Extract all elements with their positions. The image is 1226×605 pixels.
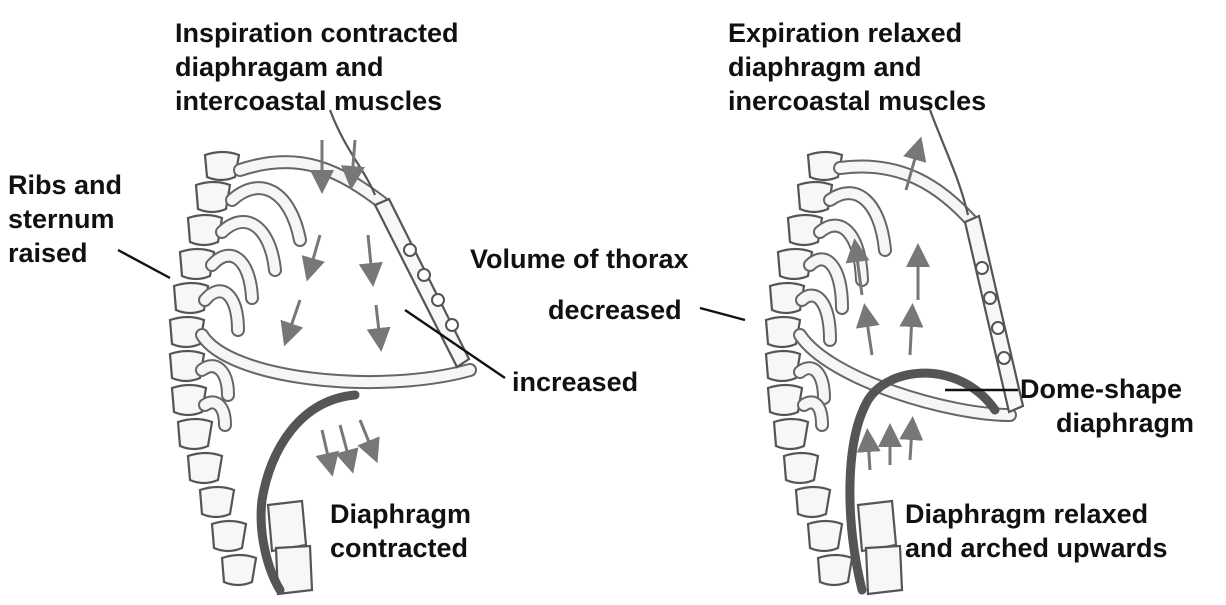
left-diaphragm-line-2: contracted bbox=[330, 531, 471, 565]
right-title-line-3: inercoastal muscles bbox=[728, 84, 986, 118]
right-title: Expiration relaxed diaphragm and inercoa… bbox=[728, 16, 986, 118]
ribs-label-line-1: Ribs and bbox=[8, 168, 122, 202]
decreased-text: decreased bbox=[548, 293, 682, 327]
left-volume-label: increased bbox=[512, 365, 638, 399]
right-diaphragm-label: Diaphragm relaxed and arched upwards bbox=[905, 497, 1168, 565]
right-volume-label: decreased bbox=[548, 293, 682, 327]
right-sternum bbox=[965, 216, 1023, 412]
ribs-label-line-3: raised bbox=[8, 236, 122, 270]
increased-text: increased bbox=[512, 365, 638, 399]
ribs-label-line-2: sternum bbox=[8, 202, 122, 236]
volume-title: Volume of thorax bbox=[470, 242, 689, 276]
left-title-line-1: Inspiration contracted bbox=[175, 16, 459, 50]
left-ribs-leader bbox=[118, 250, 170, 278]
volume-title-text: Volume of thorax bbox=[470, 242, 689, 276]
right-ribs bbox=[800, 167, 1010, 425]
left-title-line-3: intercoastal muscles bbox=[175, 84, 459, 118]
left-title-line-2: diaphragam and bbox=[175, 50, 459, 84]
left-diaphragm-line-1: Diaphragm bbox=[330, 497, 471, 531]
left-title: Inspiration contracted diaphragam and in… bbox=[175, 16, 459, 118]
right-diaphragm-line-2: and arched upwards bbox=[905, 531, 1168, 565]
dome-label-line-1: Dome-shape bbox=[1020, 372, 1194, 406]
dome-label-line-2: diaphragm bbox=[1020, 406, 1194, 440]
left-diaphragm-label: Diaphragm contracted bbox=[330, 497, 471, 565]
dome-label: Dome-shape diaphragm bbox=[1020, 372, 1194, 440]
ribs-label: Ribs and sternum raised bbox=[8, 168, 122, 270]
right-volume-leader bbox=[700, 308, 745, 320]
right-diaphragm-line-1: Diaphragm relaxed bbox=[905, 497, 1168, 531]
left-sternum bbox=[375, 199, 469, 367]
right-title-line-1: Expiration relaxed bbox=[728, 16, 986, 50]
right-title-line-2: diaphragm and bbox=[728, 50, 986, 84]
